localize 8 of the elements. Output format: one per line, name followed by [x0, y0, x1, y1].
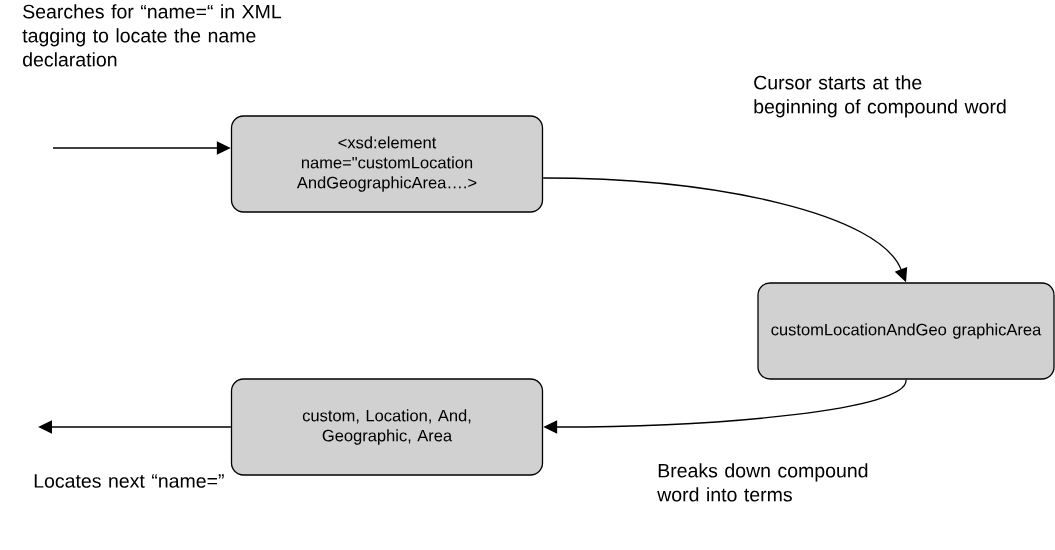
edge-label: Breaks down compound word into terms: [657, 463, 868, 502]
edge-label: Locates next “name=”: [34, 474, 224, 488]
arrow: [38, 420, 232, 434]
edge-label: Searches for “name=“ in XML tagging to locate the name declaration: [22, 4, 282, 67]
edge-label: Cursor starts at the beginning of compound word: [754, 75, 1006, 118]
process-box: customLocationAndGeo graphicArea: [757, 282, 1055, 380]
process-box: <xsd:element name="customLocation AndGeographicArea….>: [230, 115, 544, 213]
process-box: custom, Location, And, Geographic, Area: [230, 378, 544, 476]
